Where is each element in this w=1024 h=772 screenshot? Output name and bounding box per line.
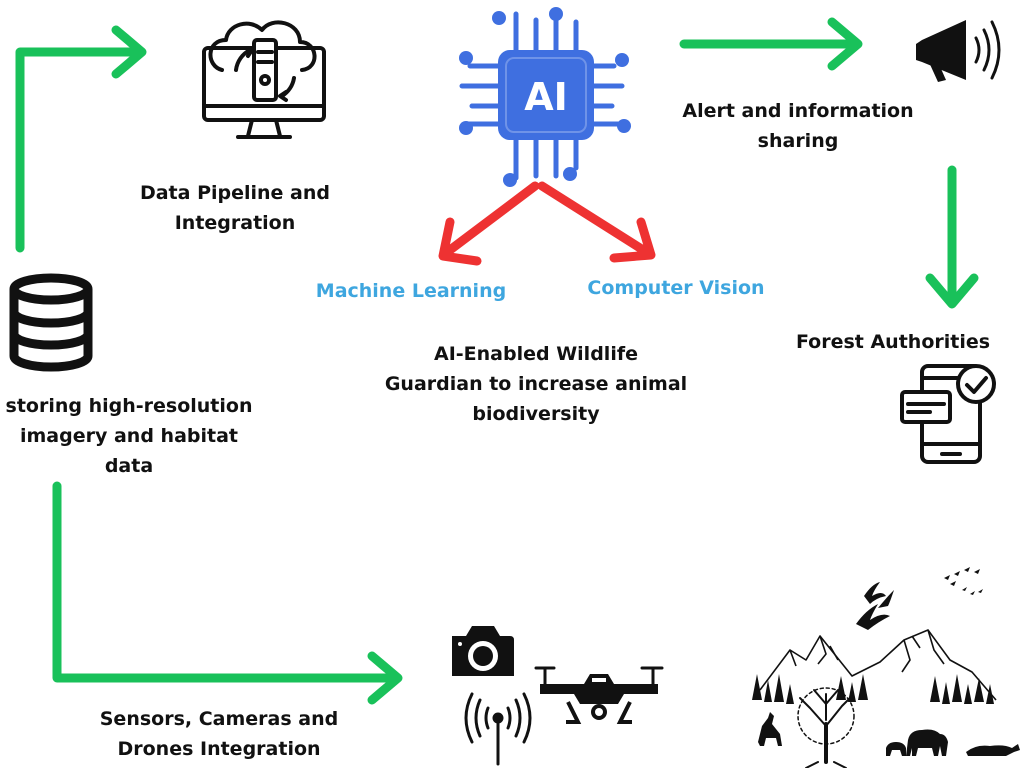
camera-icon xyxy=(452,626,514,676)
arrow-storage-to-pipeline xyxy=(15,25,147,253)
center-title-line: AI-Enabled Wildlife xyxy=(434,343,638,365)
center-title-line: biodiversity xyxy=(472,403,600,425)
storage-label-line: imagery and habitat xyxy=(20,425,238,447)
arrow-ai-to-computer-vision xyxy=(537,181,656,263)
sensors-label-line: Sensors, Cameras and xyxy=(99,708,339,730)
drone-icon xyxy=(534,666,664,724)
alert-label-line: Alert and information xyxy=(682,100,914,122)
alert-label-line: sharing xyxy=(757,130,839,152)
center-title: AI-Enabled Wildlife Guardian to increase… xyxy=(376,339,696,429)
database-icon xyxy=(9,273,93,372)
arrow-ai-to-machine-learning xyxy=(438,181,540,266)
wildlife-landscape-icon xyxy=(752,567,1020,769)
pipeline-label: Data Pipeline and Integration xyxy=(130,178,340,238)
ai-chip-label: AI xyxy=(524,75,568,119)
storage-label-line: storing high-resolution xyxy=(5,395,253,417)
megaphone-icon xyxy=(916,20,1001,82)
storage-label-line: data xyxy=(104,455,154,477)
ai-chip-icon: AI xyxy=(459,7,631,187)
center-title-line: Guardian to increase animal xyxy=(384,373,688,395)
pipeline-label-line: Integration xyxy=(174,212,296,234)
alert-label: Alert and information sharing xyxy=(676,96,920,156)
pipeline-label-line: Data Pipeline and xyxy=(139,182,331,204)
arrow-alert-to-forest xyxy=(925,165,979,309)
phone-check-icon xyxy=(900,364,996,464)
sensors-label: Sensors, Cameras and Drones Integration xyxy=(92,704,346,764)
machine-learning-label: Machine Learning xyxy=(315,280,507,302)
computer-vision-label: Computer Vision xyxy=(587,277,765,299)
arrow-ai-to-alert xyxy=(679,17,863,71)
forest-authorities-label: Forest Authorities xyxy=(795,331,991,353)
antenna-icon xyxy=(464,692,532,766)
arrow-storage-to-sensors xyxy=(52,481,403,705)
storage-label: storing high-resolution imagery and habi… xyxy=(0,391,258,481)
cloud-monitor-icon xyxy=(202,20,326,139)
sensors-label-line: Drones Integration xyxy=(117,738,321,760)
